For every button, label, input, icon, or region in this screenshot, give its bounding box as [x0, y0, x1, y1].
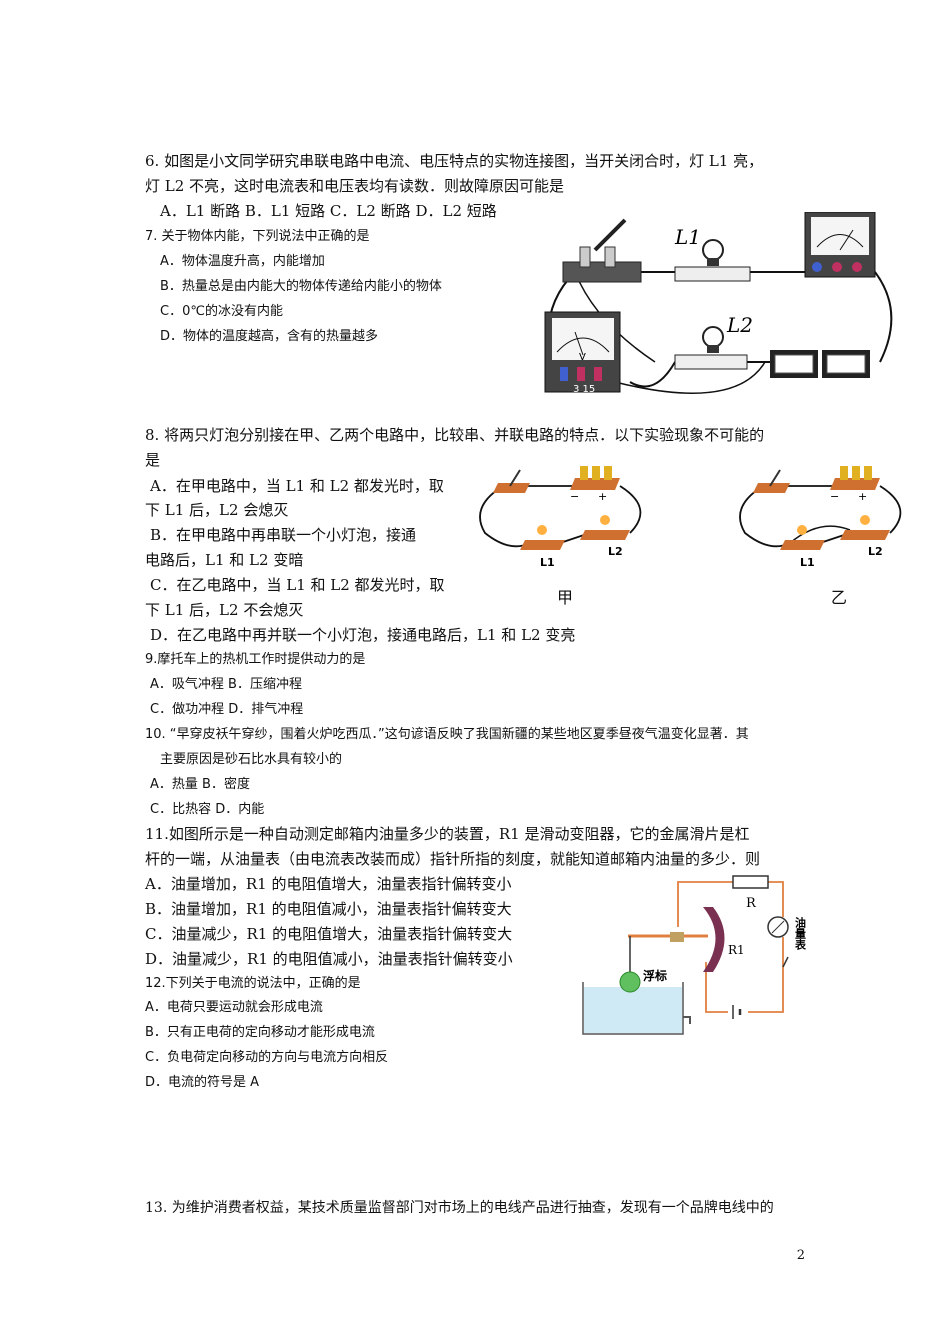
q6-options: A．L1 断路 B．L1 短路 C．L2 断路 D．L2 短路 [160, 202, 497, 220]
q12-option-b: B．只有正电荷的定向移动才能形成电流 [145, 1025, 375, 1040]
lamp-icon [780, 525, 825, 550]
lamp-l2-icon [674, 326, 748, 370]
battery-icon: −+ [830, 466, 880, 503]
q11-stem-line1: 11.如图所示是一种自动测定邮箱内油量多少的装置，R1 是滑动变阻器，它的金属滑… [145, 825, 750, 843]
fig-label-r: R [746, 896, 757, 911]
switch-icon [753, 469, 790, 493]
q6-circuit-figure: L1 V 3 15 L2 [544, 212, 893, 395]
switch-icon [493, 469, 530, 493]
svg-text:+: + [858, 490, 867, 503]
svg-text:+: + [598, 490, 607, 503]
q8-option-a-line1: A．在甲电路中，当 L1 和 L2 都发光时，取 [150, 477, 444, 495]
q10-stem-line1: 10. “早穿皮袄午穿纱，围着火炉吃西瓜．”这句谚语反映了我国新疆的某些地区夏季… [145, 727, 749, 742]
fig-label-r1: R1 [728, 943, 745, 957]
q8-option-b-line2: 电路后，L1 和 L2 变暗 [145, 551, 304, 569]
q10-stem-line2: 主要原因是砂石比水具有较小的 [160, 752, 343, 767]
q8-stem-line2: 是 [145, 451, 161, 469]
fig-caption-yi: 乙 [831, 588, 848, 607]
q8-option-b-line1: B．在甲电路中再串联一个小灯泡，接通 [150, 526, 417, 544]
q6-stem-line2: 灯 L2 不亮，这时电流表和电压表均有读数．则故障原因可能是 [145, 177, 565, 195]
q12-option-a: A．电荷只要运动就会形成电流 [145, 1000, 323, 1015]
q8-option-d: D．在乙电路中再并联一个小灯泡，接通电路后，L1 和 L2 变亮 [150, 626, 576, 644]
q6-stem-line1: 6. 如图是小文同学研究串联电路中电流、电压特点的实物连接图，当开关闭合时，灯 … [145, 152, 764, 170]
q7-option-a: A．物体温度升高，内能增加 [160, 254, 325, 269]
q11-option-c: C．油量减少，R1 的电阻值增大，油量表指针偏转变大 [145, 925, 513, 943]
fig-label-l2: L2 [726, 313, 753, 337]
q10-options-cd: C．比热容 D．内能 [150, 802, 265, 817]
q7-option-b: B．热量总是由内能大的物体传递给内能小的物体 [160, 279, 442, 294]
fig-label-l1: L1 [800, 556, 815, 569]
svg-text:V: V [579, 352, 586, 363]
q11-option-a: A．油量增加，R1 的电阻值增大，油量表指针偏转变小 [145, 875, 512, 893]
fig-label-l2: L2 [608, 545, 623, 558]
q7-option-c: C．0℃的冰没有内能 [160, 304, 283, 319]
q11-oil-gauge-figure: R 油量表 R1 浮标 [582, 875, 808, 1035]
lamp-icon [520, 525, 565, 550]
rheostat-r1-icon [703, 907, 725, 972]
fig-caption-jia: 甲 [557, 588, 574, 607]
fig-label-l1: L1 [540, 556, 555, 569]
fig-label-gauge: 油量表 [794, 916, 808, 951]
lamp-icon [580, 515, 630, 540]
q8-option-a-line2: 下 L1 后，L2 会熄灭 [145, 501, 289, 519]
lamp-l1-icon [674, 239, 751, 282]
switch-icon [562, 218, 642, 283]
oil-tank-icon [582, 982, 684, 1035]
voltmeter-icon: V 3 15 [544, 311, 621, 395]
q9-options-ab: A．吸气冲程 B．压缩冲程 [150, 677, 302, 692]
q12-stem: 12.下列关于电流的说法中，正确的是 [145, 976, 361, 991]
q13-stem: 13. 为维护消费者权益，某技术质量监督部门对市场上的电线产品进行抽查，发现有一… [145, 1200, 774, 1216]
q12-option-d: D．电流的符号是 A [145, 1075, 260, 1090]
svg-text:−: − [570, 490, 579, 503]
q11-option-d: D．油量减少，R1 的电阻值减小，油量表指针偏转变小 [145, 950, 513, 968]
q11-option-b: B．油量增加，R1 的电阻值减小，油量表指针偏转变大 [145, 900, 512, 918]
voltmeter-scale: 3 15 [573, 384, 595, 395]
resistor-r-icon [732, 875, 769, 889]
float-icon [619, 971, 641, 993]
q8-option-c-line1: C．在乙电路中，当 L1 和 L2 都发光时，取 [150, 576, 445, 594]
lamp-icon [840, 515, 890, 540]
q11-stem-line2: 杆的一端，从油量表（由电流表改装而成）指针所指的刻度，就能知道邮箱内油量的多少．… [145, 850, 761, 868]
q7-stem: 7. 关于物体内能，下列说法中正确的是 [145, 229, 370, 244]
switch-icon [782, 956, 789, 968]
q9-options-cd: C．做功冲程 D．排气冲程 [150, 702, 304, 717]
fig-label-float: 浮标 [643, 968, 667, 983]
q9-stem: 9.摩托车上的热机工作时提供动力的是 [145, 652, 366, 667]
q12-option-c: C．负电荷定向移动的方向与电流方向相反 [145, 1050, 389, 1065]
fig-label-l2: L2 [868, 545, 883, 558]
fig-label-l1: L1 [674, 225, 701, 249]
svg-text:−: − [830, 490, 839, 503]
q10-options-ab: A．热量 B．密度 [150, 777, 250, 792]
q8-circuit-yi: −+ L1 L2 [739, 466, 902, 569]
q8-option-c-line2: 下 L1 后，L2 不会熄灭 [145, 601, 304, 619]
page-number: 2 [796, 1248, 805, 1263]
q7-option-d: D．物体的温度越高，含有的热量越多 [160, 329, 379, 344]
battery-icon: −+ [570, 466, 620, 503]
q8-stem-line1: 8. 将两只灯泡分别接在甲、乙两个电路中，比较串、并联电路的特点．以下实验现象不… [145, 426, 765, 444]
q8-circuit-jia: −+ L1 L2 [479, 466, 642, 569]
battery-icon [770, 350, 870, 378]
ammeter-icon [804, 212, 876, 278]
